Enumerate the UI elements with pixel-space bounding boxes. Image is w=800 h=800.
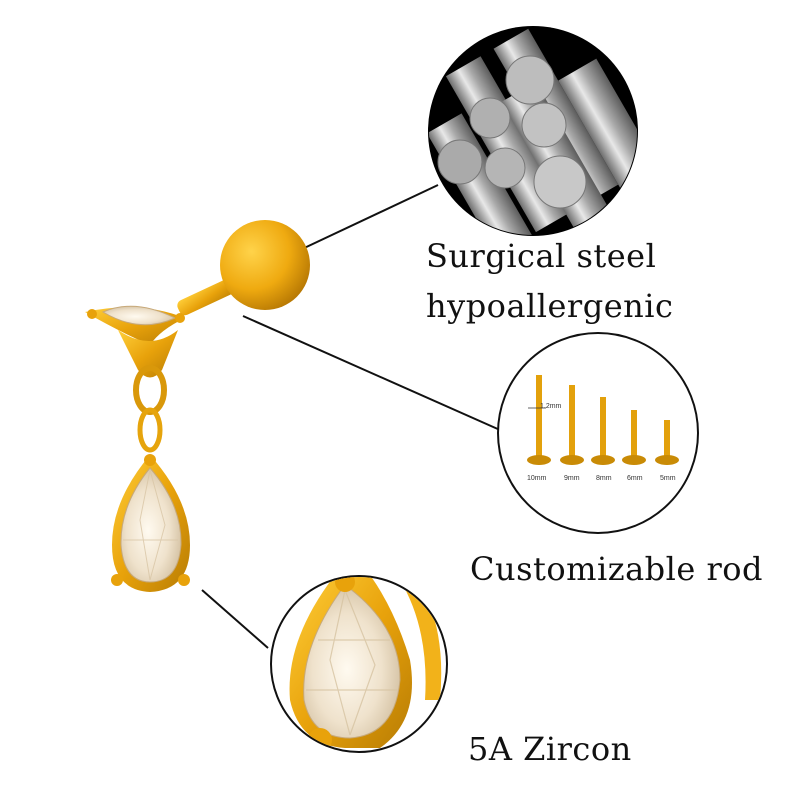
earring <box>85 220 310 592</box>
rod-thickness-label: 1.2mm <box>540 403 562 410</box>
rod-4 <box>622 410 646 465</box>
rod-label: Customizable rod <box>470 550 764 588</box>
rod-length-label: 6mm <box>627 475 643 482</box>
steel-label-line1: Surgical steel <box>426 237 657 275</box>
rod-5 <box>655 420 679 465</box>
rod-2 <box>560 385 584 465</box>
steel-callout-line <box>299 184 439 251</box>
earring-ball <box>220 220 310 310</box>
steel-label-line2: hypoallergenic <box>426 287 674 325</box>
link-ring-2 <box>137 407 163 453</box>
callout-lines <box>201 184 501 649</box>
steel-detail-circle <box>428 26 638 236</box>
rod-length-label: 5mm <box>660 475 676 482</box>
zircon-detail-circle <box>270 575 448 753</box>
rod-length-label: 9mm <box>564 475 580 482</box>
rod-3 <box>591 397 615 465</box>
rod-detail-circle <box>497 332 699 534</box>
rod-callout-line <box>242 315 501 431</box>
zircon-callout-line <box>201 589 269 649</box>
rod-1 <box>527 375 551 465</box>
pear-gem <box>120 467 182 583</box>
rod-length-label: 8mm <box>596 475 612 482</box>
v-connector <box>118 330 178 378</box>
rod-length-label: 10mm <box>527 475 547 482</box>
zircon-label: 5A Zircon <box>468 730 632 768</box>
